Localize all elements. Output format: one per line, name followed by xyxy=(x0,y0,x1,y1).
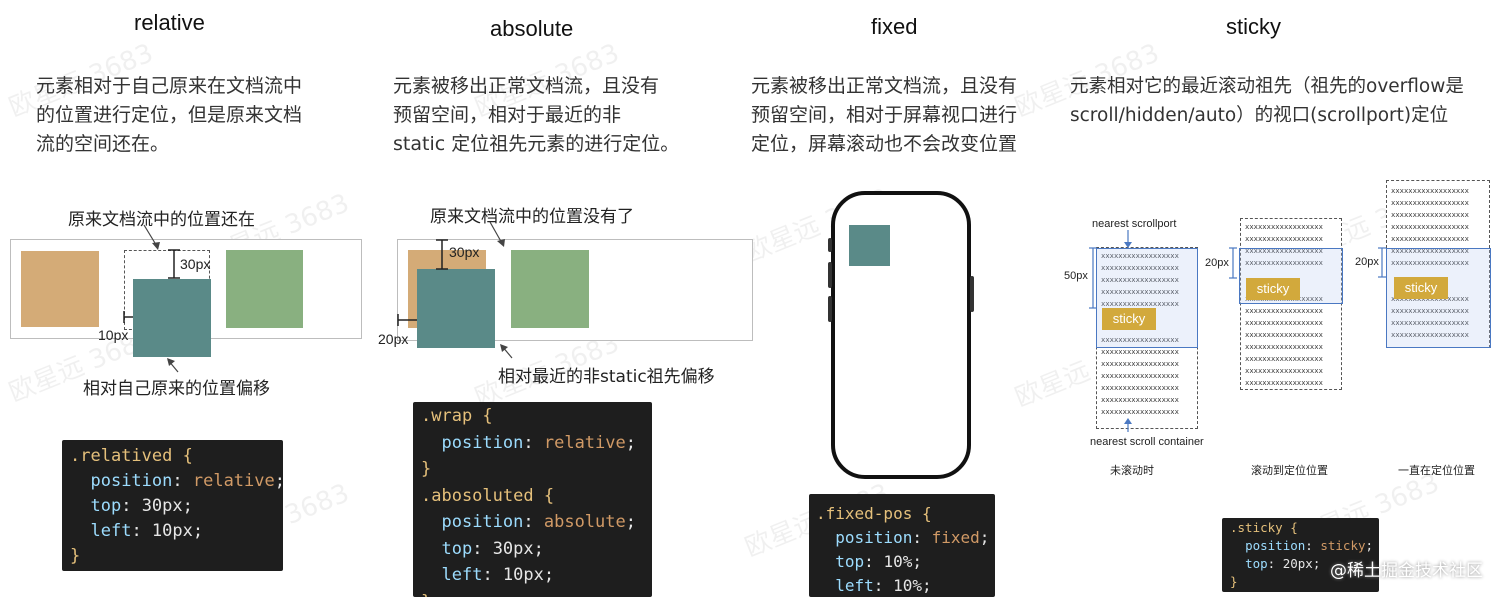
filler-row: xxxxxxxxxxxxxxxxxx xyxy=(1391,222,1469,231)
filler-row: xxxxxxxxxxxxxxxxxx xyxy=(1101,407,1179,416)
sticky-label-20px-b: 20px xyxy=(1355,256,1379,268)
phone-side-button xyxy=(828,262,832,288)
sticky-description: 元素相对它的最近滚动祖先（祖先的overflow是 scroll/hidden/… xyxy=(1070,72,1510,130)
scroll-container-3[interactable]: xxxxxxxxxxxxxxxxxx xxxxxxxxxxxxxxxxxx xxxx… xyxy=(1386,180,1490,348)
sticky-label-20px-a: 20px xyxy=(1205,257,1229,269)
filler-row: xxxxxxxxxxxxxxxxxx xyxy=(1101,395,1179,404)
relative-note-bottom: 相对自己原来的位置偏移 xyxy=(83,379,270,399)
fixed-code-block: .fixed-pos { position: fixed; top: 10%; … xyxy=(809,494,995,597)
sticky-desc-line: 元素相对它的最近滚动祖先（祖先的overflow是 xyxy=(1070,76,1464,97)
relative-box-2 xyxy=(133,279,211,357)
sticky-badge-3: sticky xyxy=(1394,277,1448,299)
filler-row: xxxxxxxxxxxxxxxxxx xyxy=(1245,366,1323,375)
filler-row: xxxxxxxxxxxxxxxxxx xyxy=(1391,186,1469,195)
scroll-container-1[interactable]: xxxxxxxxxxxxxxxxxx xxxxxxxxxxxxxxxxxx xxxx… xyxy=(1096,247,1198,429)
filler-row: xxxxxxxxxxxxxxxxxx xyxy=(1101,287,1179,296)
absolute-desc-line: 预留空间，相对于最近的非 xyxy=(393,104,622,126)
filler-row: xxxxxxxxxxxxxxxxxx xyxy=(1391,258,1469,267)
absolute-box-2 xyxy=(417,269,495,348)
filler-row: xxxxxxxxxxxxxxxxxx xyxy=(1101,371,1179,380)
sticky-marks xyxy=(1089,230,1386,432)
absolute-desc-line: static 定位祖先元素的进行定位。 xyxy=(393,133,680,155)
scrollport-1 xyxy=(1096,248,1198,348)
sticky-caption-2: 滚动到定位位置 xyxy=(1251,465,1328,477)
absolute-title: absolute xyxy=(490,16,574,41)
relative-box-3 xyxy=(226,250,303,328)
filler-row: xxxxxxxxxxxxxxxxxx xyxy=(1391,234,1469,243)
sticky-badge-1: sticky xyxy=(1102,308,1156,330)
relative-box-1 xyxy=(21,251,99,327)
sticky-badge-2: sticky xyxy=(1246,278,1300,300)
filler-row: xxxxxxxxxxxxxxxxxx xyxy=(1391,246,1469,255)
absolute-box-3 xyxy=(511,250,589,328)
relative-desc-line: 的位置进行定位，但是原来文档 xyxy=(36,104,303,126)
absolute-label-left: 20px xyxy=(378,331,409,347)
filler-row: xxxxxxxxxxxxxxxxxx xyxy=(1245,330,1323,339)
absolute-desc-line: 元素被移出正常文档流，且没有 xyxy=(393,75,660,97)
filler-row: xxxxxxxxxxxxxxxxxx xyxy=(1391,198,1469,207)
fixed-title: fixed xyxy=(871,14,918,39)
filler-row: xxxxxxxxxxxxxxxxxx xyxy=(1245,258,1323,267)
sticky-caption-1: 未滚动时 xyxy=(1110,465,1154,477)
filler-row: xxxxxxxxxxxxxxxxxx xyxy=(1391,330,1469,339)
relative-label-left: 10px xyxy=(98,327,129,343)
fixed-desc-line: 定位，屏幕滚动也不会改变位置 xyxy=(751,133,1018,155)
absolute-note-top: 原来文档流中的位置没有了 xyxy=(430,207,634,227)
filler-row: xxxxxxxxxxxxxxxxxx xyxy=(1245,318,1323,327)
filler-row: xxxxxxxxxxxxxxxxxx xyxy=(1245,378,1323,387)
filler-row: xxxxxxxxxxxxxxxxxx xyxy=(1101,299,1179,308)
filler-row: xxxxxxxxxxxxxxxxxx xyxy=(1101,383,1179,392)
filler-row: xxxxxxxxxxxxxxxxxx xyxy=(1245,354,1323,363)
filler-row: xxxxxxxxxxxxxxxxxx xyxy=(1101,359,1179,368)
filler-row: xxxxxxxxxxxxxxxxxx xyxy=(1101,347,1179,356)
filler-row: xxxxxxxxxxxxxxxxxx xyxy=(1101,251,1179,260)
filler-row: xxxxxxxxxxxxxxxxxx xyxy=(1245,306,1323,315)
absolute-label-top: 30px xyxy=(449,244,480,260)
sticky-desc-line: scroll/hidden/auto）的视口(scrollport)定位 xyxy=(1070,105,1449,126)
nearest-scroll-container-label: nearest scroll container xyxy=(1090,436,1204,448)
site-credit: @稀土掘金技术社区 xyxy=(1330,561,1483,581)
fixed-desc-line: 元素被移出正常文档流，且没有 xyxy=(751,75,1018,97)
relative-note-top: 原来文档流中的位置还在 xyxy=(68,210,255,230)
relative-title: relative xyxy=(134,10,205,35)
relative-label-top: 30px xyxy=(180,256,211,272)
relative-code-block: .relatived { position: relative; top: 30… xyxy=(62,440,283,571)
absolute-note-bottom: 相对最近的非static祖先偏移 xyxy=(498,367,715,387)
filler-row: xxxxxxxxxxxxxxxxxx xyxy=(1391,306,1469,315)
relative-desc-line: 元素相对于自己原来在文档流中 xyxy=(36,75,303,97)
filler-row: xxxxxxxxxxxxxxxxxx xyxy=(1391,318,1469,327)
filler-row: xxxxxxxxxxxxxxxxxx xyxy=(1245,234,1323,243)
fixed-box xyxy=(849,225,890,266)
phone-side-button xyxy=(828,296,832,322)
sticky-code-block: .sticky { position: sticky; top: 20px; } xyxy=(1222,518,1379,592)
relative-arrows xyxy=(123,224,180,373)
absolute-code-block: .wrap { position: relative; } .abosolute… xyxy=(413,402,652,597)
filler-row: xxxxxxxxxxxxxxxxxx xyxy=(1391,210,1469,219)
relative-desc-line: 流的空间还在。 xyxy=(36,133,170,155)
fixed-description: 元素被移出正常文档流，且没有 预留空间，相对于屏幕视口进行 定位，屏幕滚动也不会… xyxy=(751,72,1061,159)
sticky-label-50px: 50px xyxy=(1064,270,1088,282)
absolute-arrows xyxy=(397,221,513,359)
filler-row: xxxxxxxxxxxxxxxxxx xyxy=(1101,263,1179,272)
sticky-caption-3: 一直在定位位置 xyxy=(1398,465,1475,477)
relative-description: 元素相对于自己原来在文档流中 的位置进行定位，但是原来文档 流的空间还在。 xyxy=(36,72,346,159)
filler-row: xxxxxxxxxxxxxxxxxx xyxy=(1245,342,1323,351)
filler-row: xxxxxxxxxxxxxxxxxx xyxy=(1245,246,1323,255)
absolute-description: 元素被移出正常文档流，且没有 预留空间，相对于最近的非 static 定位祖先元… xyxy=(393,72,713,159)
nearest-scrollport-label: nearest scrollport xyxy=(1092,218,1177,230)
filler-row: xxxxxxxxxxxxxxxxxx xyxy=(1245,222,1323,231)
filler-row: xxxxxxxxxxxxxxxxxx xyxy=(1101,275,1179,284)
phone-side-button xyxy=(828,238,832,252)
filler-row: xxxxxxxxxxxxxxxxxx xyxy=(1101,335,1179,344)
fixed-desc-line: 预留空间，相对于屏幕视口进行 xyxy=(751,104,1018,126)
phone-side-button xyxy=(970,276,974,312)
sticky-title: sticky xyxy=(1226,14,1281,39)
